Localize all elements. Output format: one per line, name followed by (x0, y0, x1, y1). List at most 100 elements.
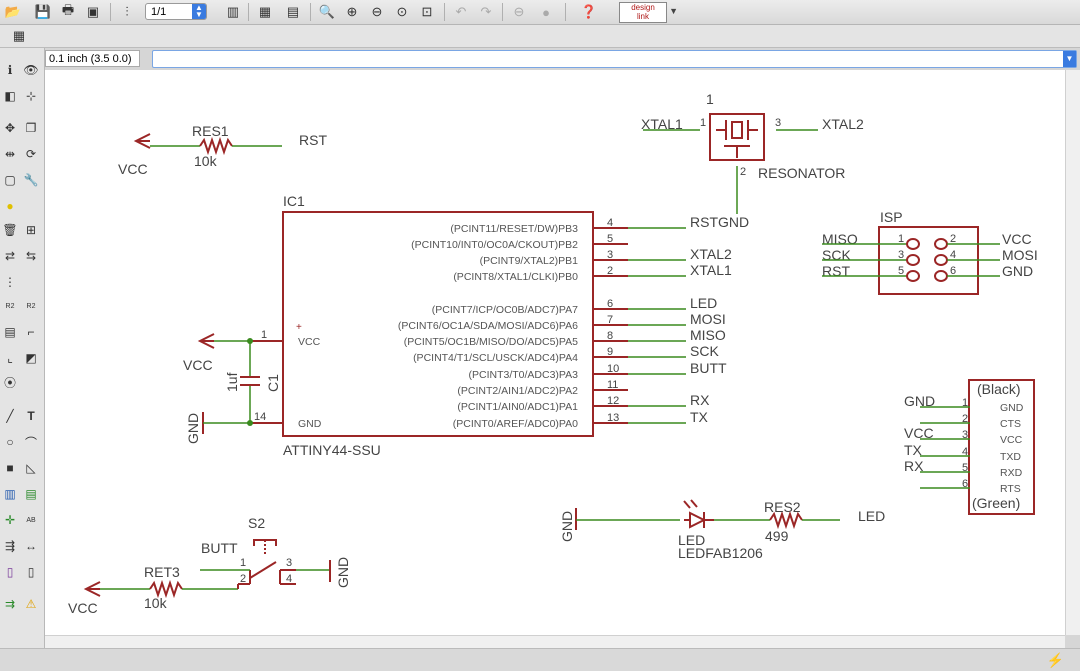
delete-icon[interactable]: 🗑 (2, 223, 18, 237)
undo-icon[interactable]: ↶ (455, 4, 467, 19)
change-wrench-icon[interactable]: 🔧 (23, 173, 39, 187)
circle-icon[interactable]: ○ (6, 435, 14, 449)
cam-processor-icon[interactable]: ▣ (86, 4, 100, 19)
command-line-input[interactable]: ▼ (152, 50, 1077, 68)
print-icon[interactable]: 🖶 (61, 2, 75, 17)
ftdi-net-label: GND (904, 393, 935, 409)
label-icon[interactable]: AB (26, 516, 36, 524)
text-icon[interactable]: T (27, 409, 35, 423)
help-icon[interactable]: ❓ (580, 4, 598, 19)
mirror-icon[interactable]: ⇹ (4, 147, 16, 161)
name-icon[interactable]: R2 (5, 302, 15, 310)
use-library-icon[interactable]: ▥ (226, 4, 240, 19)
save-icon[interactable]: 💾 (34, 4, 52, 19)
ret3-symbol[interactable]: RET3 10k VCC (68, 564, 239, 616)
isp-right-net-label: MOSI (1002, 247, 1038, 263)
optimize-icon[interactable]: ⦿ (3, 375, 16, 390)
gateswap-icon[interactable]: ⋮ (4, 275, 16, 289)
invoke-icon[interactable]: ◩ (25, 351, 37, 365)
design-link-button[interactable]: design link ▼ (619, 2, 678, 23)
smash-icon[interactable]: ▤ (4, 325, 16, 339)
polygon-icon[interactable]: ◺ (26, 461, 36, 475)
board-switch-icon[interactable]: ▦ (258, 4, 272, 19)
sheet-selector-value: 1/1 (151, 6, 167, 18)
show-icon[interactable]: 👁 (23, 63, 39, 77)
module-icon[interactable]: ▯ (27, 565, 35, 579)
rectangle-icon[interactable]: ■ (6, 461, 14, 475)
replace-icon[interactable]: ⇆ (25, 249, 37, 263)
res2-symbol[interactable]: RES2 499 LED (764, 499, 885, 544)
led-symbol[interactable]: GND LED LEDFAB1206 (559, 499, 770, 561)
zoom-select-icon[interactable]: ⊡ (421, 4, 433, 19)
ic1-symbol[interactable]: IC1 ATTINY44-SSU + VCC GND 1 14 (PCINT11… (248, 193, 749, 458)
frame-icon[interactable]: ▯ (6, 565, 14, 579)
split-icon[interactable]: ⌞ (7, 351, 13, 365)
display-layers-icon[interactable]: ◧ (4, 89, 16, 103)
sheet-spinner-icon[interactable]: ▲▼ (192, 4, 206, 19)
group-icon[interactable]: ▢ (4, 173, 16, 187)
sheet-icon[interactable]: ⫶ (125, 4, 129, 19)
isp-pin-pad (934, 254, 948, 266)
zoom-fit-icon[interactable]: 🔍 (318, 4, 336, 19)
value-icon[interactable]: R2 (26, 302, 36, 310)
go-icon[interactable]: ● (542, 4, 550, 20)
res2-name: RES2 (764, 499, 801, 515)
ic1-pin-number: 4 (607, 217, 613, 229)
script-icon[interactable]: ▤ (286, 4, 300, 19)
bus-icon[interactable]: ▥ (4, 487, 16, 501)
ftdi-top-label: (Black) (977, 381, 1021, 397)
ftdi-pin-number: 1 (962, 397, 968, 409)
schematic-canvas[interactable]: VCC RES1 10k RST 1 1 3 2 XTAL1 XTAL2 RES… (45, 70, 1065, 635)
isp-right-pin-number: 6 (950, 265, 956, 277)
s2-butt-label: BUTT (201, 540, 238, 556)
dropdown-arrow-icon[interactable]: ▼ (669, 6, 678, 16)
open-folder-icon[interactable]: 📂 (4, 4, 22, 19)
errors-warning-icon[interactable]: ⚠ (25, 597, 37, 611)
ftdi-pin-label: RXD (1000, 467, 1023, 479)
pinswap-icon[interactable]: ⇄ (4, 249, 16, 263)
info-icon[interactable]: ℹ (7, 63, 13, 77)
sheet-selector[interactable]: 1/1 ▲▼ (145, 3, 207, 20)
wire-icon[interactable]: ╱ (6, 409, 14, 423)
miter-icon[interactable]: ⌐ (27, 325, 35, 339)
arc-icon[interactable]: ⌒ (24, 435, 37, 450)
ic1-part: ATTINY44-SSU (283, 442, 381, 458)
res1-name: RES1 (192, 123, 229, 139)
ftdi-pin-number: 2 (962, 413, 968, 425)
rotate-icon[interactable]: ⟳ (25, 147, 37, 161)
zoom-redraw-icon[interactable]: ⊙ (396, 4, 408, 19)
move-icon[interactable]: ✥ (4, 121, 16, 135)
s2-switch-symbol[interactable]: S2 1 2 3 4 BUTT GND (200, 515, 351, 588)
ic1-net-label: BUTT (690, 360, 727, 376)
zoom-in-icon[interactable]: ⊕ (346, 4, 358, 19)
vertical-scrollbar[interactable] (1065, 70, 1080, 635)
coordinate-display: 0.1 inch (3.5 0.0) (45, 50, 140, 67)
attribute-icon[interactable]: ⇶ (4, 539, 16, 553)
res2-value: 499 (765, 528, 789, 544)
ftdi-net-label: RX (904, 458, 924, 474)
zoom-out-icon[interactable]: ⊖ (371, 4, 383, 19)
add-icon[interactable]: ⊞ (25, 223, 37, 237)
dimension-icon[interactable]: ↔ (25, 539, 37, 553)
res1-symbol[interactable]: VCC RES1 10k RST (118, 123, 327, 177)
lightning-icon[interactable]: ⚡ (1046, 652, 1064, 668)
ic1-net-label: RSTGND (690, 214, 749, 230)
resonator-symbol[interactable]: 1 1 3 2 XTAL1 XTAL2 RESONATOR (641, 91, 864, 214)
grid-icon[interactable]: ▦ (12, 28, 26, 43)
horizontal-scrollbar[interactable] (45, 635, 1065, 648)
junction-icon[interactable]: ✛ (4, 513, 16, 527)
erc-icon[interactable]: ⇉ (4, 597, 16, 611)
redo-icon[interactable]: ↷ (480, 4, 492, 19)
mark-icon[interactable]: ⊹ (25, 89, 37, 103)
paste-icon[interactable]: ● (6, 199, 14, 213)
stop-icon[interactable]: ⊖ (513, 4, 525, 19)
net-icon[interactable]: ▤ (25, 487, 37, 501)
copy-icon[interactable]: ❐ (25, 121, 37, 135)
command-history-dropdown-icon[interactable]: ▼ (1063, 51, 1076, 67)
ic1-pin-label: (PCINT6/OC1A/SDA/MOSI/ADC6)PA6 (398, 320, 578, 332)
c1-symbol[interactable]: VCC GND 1uf C1 (183, 333, 281, 444)
ic1-net-label: MOSI (690, 311, 726, 327)
